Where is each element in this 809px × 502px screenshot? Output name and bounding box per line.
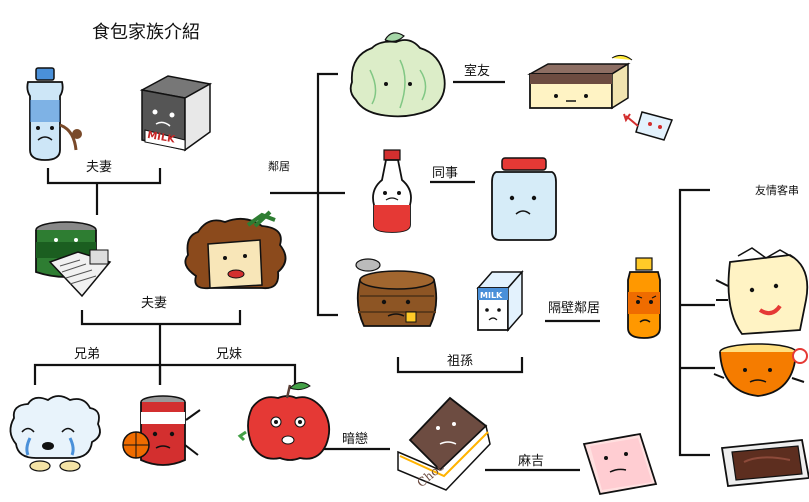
milk-carton-character: MILK: [476, 270, 524, 332]
jar-character: [491, 157, 557, 241]
water-bottle-character: [26, 67, 82, 161]
pink-cracker-character: [582, 432, 658, 496]
children-bracket: [33, 363, 297, 385]
label-crush: 暗戀: [342, 432, 369, 447]
label-brothers: 兄弟: [74, 347, 101, 362]
label-roommate: 室友: [464, 64, 491, 79]
meat-tray-character: [720, 439, 809, 487]
label-spouse-mid: 夫妻: [141, 296, 168, 311]
milk-box-character: MILK: [139, 75, 213, 152]
label-acquaintance: 麻吉: [518, 454, 545, 469]
spouse-top-bracket: [46, 168, 162, 185]
noodle-bowl-character: [713, 343, 808, 397]
friendship-bracket: [678, 188, 710, 457]
label-siblings-sister: 兄妹: [216, 347, 243, 362]
milk-box-text: MILK: [146, 130, 177, 146]
milk-carton-text: MILK: [480, 291, 503, 300]
cabbage-character: [349, 32, 446, 118]
barrel-character: [355, 258, 438, 327]
grandchild-bracket: [396, 357, 524, 374]
neighbor-trunk: [316, 72, 338, 317]
tofu-tray-character: [527, 54, 674, 141]
label-spouse-top: 夫妻: [86, 160, 113, 175]
apple-character: [237, 382, 331, 461]
spouse-mid-bracket: [80, 310, 242, 326]
label-coworker: 同事: [432, 166, 459, 181]
label-neighbor: 鄰居: [268, 160, 290, 173]
tofu-wife-character: [184, 210, 287, 290]
label-grandchild: 祖孫: [447, 354, 474, 369]
label-next-door: 隔壁鄰居: [548, 301, 601, 316]
orange-juice-character: [627, 257, 661, 339]
label-friendship: 友情客串: [755, 184, 799, 197]
page-title: 食包家族介紹: [92, 22, 200, 43]
chocolate-character: Choc: [397, 396, 491, 491]
green-can-character: [35, 221, 112, 298]
cream-puff-character: [9, 395, 101, 472]
sauce-bottle-character: [372, 149, 412, 233]
red-can-character: [122, 395, 201, 466]
shrimp-cracker-character: [715, 247, 809, 335]
